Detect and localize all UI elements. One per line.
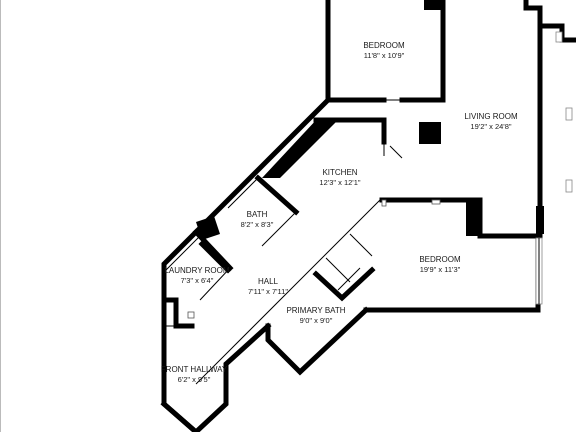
room-name: HALL	[258, 277, 279, 286]
room-label-bedroom-north: BEDROOM 11'8" x 10'9"	[363, 41, 405, 60]
room-label-bath: BATH 8'2" x 8'3"	[241, 210, 274, 229]
structural-column	[419, 122, 441, 144]
room-dims: 19'2" x 24'8"	[470, 122, 511, 131]
room-label-bedroom-east: BEDROOM 19'9" x 11'3"	[419, 255, 461, 274]
room-name: FRONT HALLWAY	[161, 365, 228, 374]
room-name: PRIMARY BATH	[286, 306, 345, 315]
room-dims: 6'2" x 9'5"	[178, 375, 211, 384]
room-name: KITCHEN	[322, 168, 357, 177]
wall-chase	[262, 118, 340, 178]
walls	[160, 0, 576, 432]
room-name: LAUNDRY ROOM	[164, 266, 229, 275]
room-dims: 11'8" x 10'9"	[364, 51, 405, 60]
room-label-hall: HALL 7'11" x 7'11"	[248, 277, 288, 296]
room-dims: 9'0" x 9'0"	[300, 316, 333, 325]
interior-lines	[163, 99, 420, 385]
room-name: BEDROOM	[363, 41, 405, 50]
room-name: BEDROOM	[419, 255, 461, 264]
windows	[535, 31, 573, 305]
room-dims: 7'11" x 7'11"	[248, 287, 288, 296]
fixtures	[187, 199, 441, 319]
room-label-kitchen: KITCHEN 12'3" x 12'1"	[319, 168, 360, 187]
room-label-laundry-room: LAUNDRY ROOM 7'3" x 6'4"	[164, 266, 229, 285]
room-dims: 19'9" x 11'3"	[420, 265, 461, 274]
room-dims: 12'3" x 12'1"	[319, 178, 360, 187]
room-dims: 7'3" x 6'4"	[181, 276, 214, 285]
room-name: LIVING ROOM	[464, 112, 518, 121]
room-name: BATH	[247, 210, 268, 219]
room-label-front-hallway: FRONT HALLWAY 6'2" x 9'5"	[161, 365, 228, 384]
room-dims: 8'2" x 8'3"	[241, 220, 274, 229]
room-label-living-room: LIVING ROOM 19'2" x 24'8"	[464, 112, 518, 131]
room-label-primary-bath: PRIMARY BATH 9'0" x 9'0"	[286, 306, 345, 325]
